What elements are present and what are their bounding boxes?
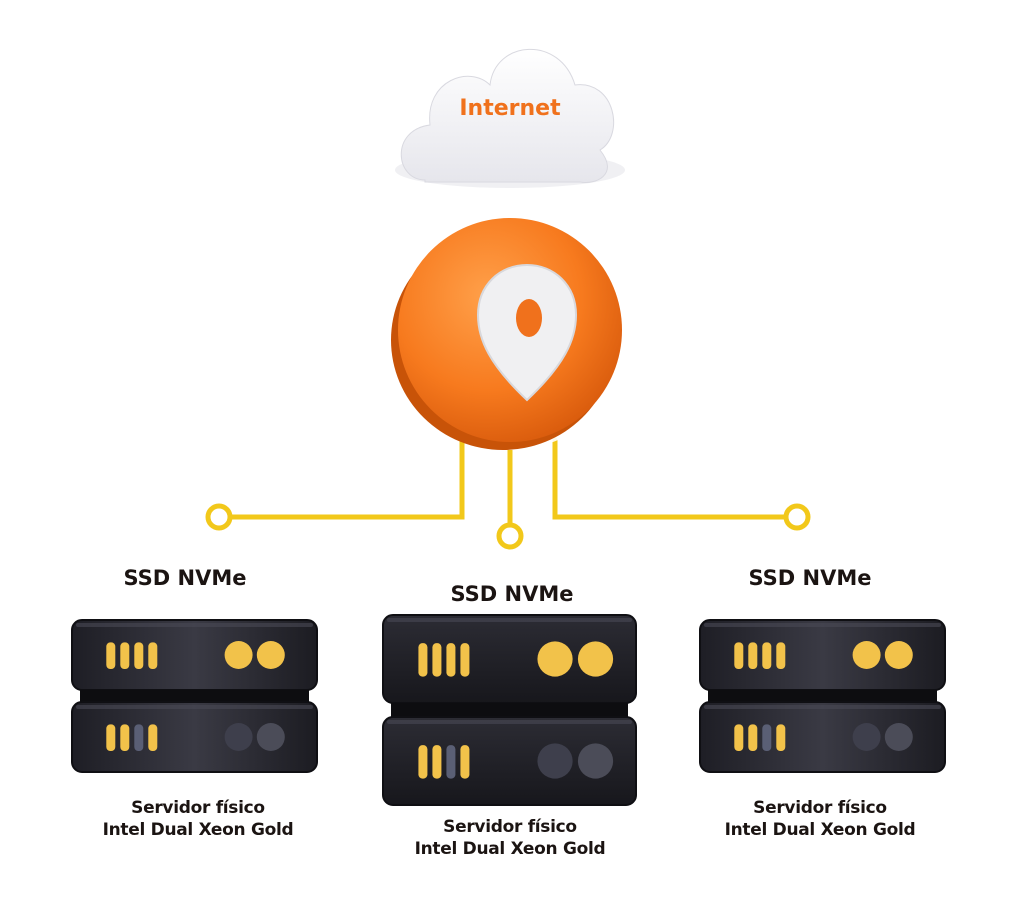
status-light <box>256 641 285 669</box>
server-3-type: Servidor físico <box>753 798 887 818</box>
status-light <box>884 641 913 669</box>
server-3-caption: Servidor físico Intel Dual Xeon Gold <box>670 797 970 841</box>
status-light <box>224 641 253 669</box>
connector-lines <box>229 437 788 533</box>
status-light <box>852 641 881 669</box>
cloud-icon <box>395 48 625 188</box>
server-2-type: Servidor físico <box>443 817 577 837</box>
drive-slot <box>106 642 116 669</box>
drive-slot <box>734 724 744 751</box>
server-3-cpu: Intel Dual Xeon Gold <box>724 820 916 840</box>
status-light <box>852 723 881 751</box>
server-2-stack-icon <box>382 614 637 806</box>
status-light <box>537 743 573 779</box>
server-1-type: Servidor físico <box>131 798 265 818</box>
location-pin-icon <box>476 263 578 402</box>
connector-nodes <box>205 503 811 550</box>
drive-slot <box>432 643 442 677</box>
status-light <box>577 743 614 779</box>
servers-layer <box>71 614 946 806</box>
drive-slot <box>432 745 442 779</box>
drive-slot <box>134 724 144 751</box>
status-light <box>577 641 614 677</box>
server-1-caption: Servidor físico Intel Dual Xeon Gold <box>48 797 348 841</box>
drive-slot <box>148 724 158 751</box>
drive-slot <box>134 642 144 669</box>
status-light <box>224 723 253 751</box>
drive-slot <box>762 724 772 751</box>
drive-slot <box>776 724 786 751</box>
server-1-stack-icon <box>71 619 318 773</box>
drive-slot <box>734 642 744 669</box>
server-2-caption: Servidor físico Intel Dual Xeon Gold <box>360 816 660 860</box>
ip-virtual-badge <box>390 210 630 450</box>
server-3-storage: SSD NVMe <box>748 566 872 590</box>
drive-slot <box>418 745 428 779</box>
drive-slot <box>748 724 758 751</box>
server-2-storage: SSD NVMe <box>450 582 574 606</box>
drive-slot <box>106 724 116 751</box>
server-2-cpu: Intel Dual Xeon Gold <box>414 839 606 859</box>
drive-slot <box>762 642 772 669</box>
drive-slot <box>748 642 758 669</box>
drive-slot <box>148 642 158 669</box>
drive-slot <box>418 643 428 677</box>
drive-slot <box>460 745 470 779</box>
drive-slot <box>446 745 456 779</box>
status-light <box>256 723 285 751</box>
drive-slot <box>446 643 456 677</box>
server-1-cpu: Intel Dual Xeon Gold <box>102 820 294 840</box>
drive-slot <box>776 642 786 669</box>
drive-slot <box>120 642 130 669</box>
drive-slot <box>460 643 470 677</box>
server-3-stack-icon <box>699 619 946 773</box>
status-light <box>884 723 913 751</box>
server-1-storage: SSD NVMe <box>123 566 247 590</box>
internet-label: Internet <box>459 96 561 121</box>
drive-slot <box>120 724 130 751</box>
status-light <box>537 641 573 677</box>
